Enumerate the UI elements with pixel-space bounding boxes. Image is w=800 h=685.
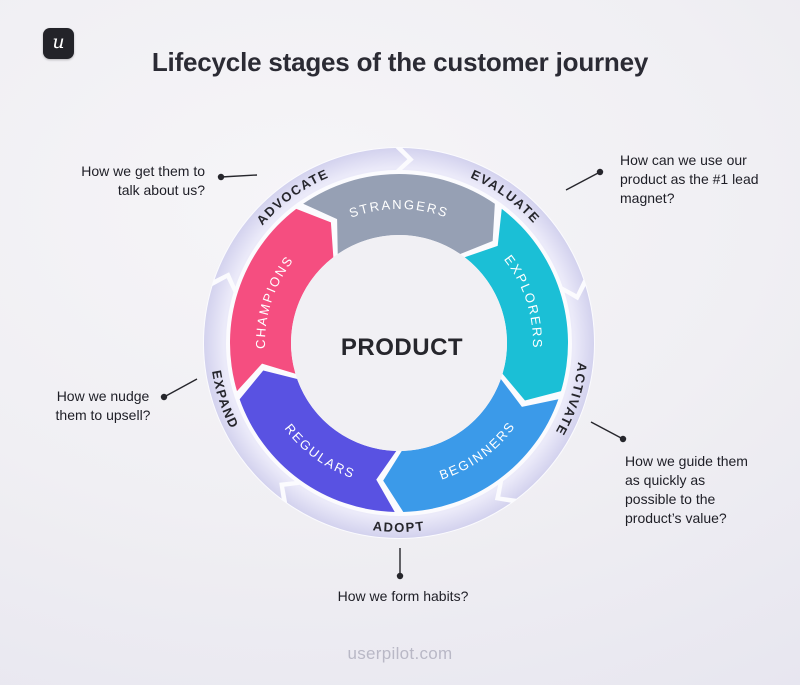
page-title: Lifecycle stages of the customer journey [151,47,649,78]
phase-arc-activate [500,285,594,499]
stage-segment-explorers [464,208,569,401]
userpilot-logo: u [43,28,74,59]
connector-line-activate [590,421,624,440]
connector-dot-adopt [396,572,404,580]
phase-arc-adopt [284,484,511,538]
connector-dot-activate [619,435,627,443]
connector-dot-expand [160,393,168,401]
connector-dot-advocate [217,173,225,181]
stage-segment-strangers [303,174,495,255]
annotation-activate: How we guide them as quickly as possible… [625,453,748,527]
footer-url: userpilot.com [347,644,453,663]
wheel-inner-circle [291,235,507,451]
connector-line-evaluate [565,171,601,191]
connector-line-advocate [220,174,258,178]
stage-segment-champions [229,208,334,392]
phase-arc-evaluate [402,148,584,295]
phase-arc-expand [204,278,295,499]
logo-letter: u [52,31,65,53]
stage-segment-regulars [239,370,397,512]
annotation-evaluate: How can we use our product as the #1 lea… [620,152,759,207]
annotation-expand: How we nudge them to upsell? [55,388,151,424]
phase-arc-advocate [214,148,408,287]
annotation-advocate: How we get them to talk about us? [81,163,205,199]
stage-segment-beginners [383,378,559,512]
connector-dot-evaluate [596,168,604,176]
phase-label-adopt: ADOPT [372,518,426,535]
annotation-adopt: How we form habits? [337,588,469,604]
connector-line-expand [163,378,198,398]
wheel-center-label: PRODUCT [341,334,463,361]
